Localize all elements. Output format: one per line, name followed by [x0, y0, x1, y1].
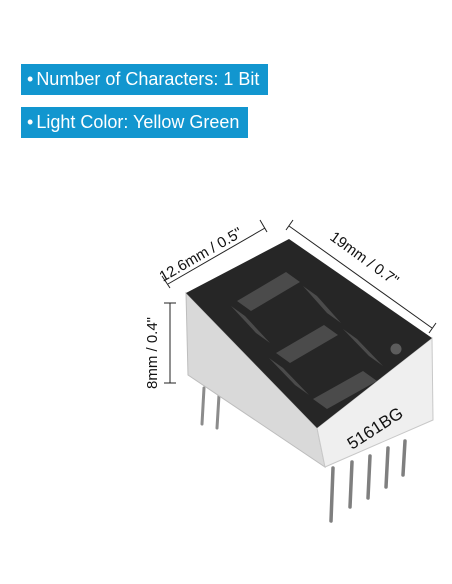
- dimension-height: [164, 302, 176, 384]
- segment-a: [237, 272, 300, 311]
- feature-text-characters: Number of Characters: 1 Bit: [36, 69, 260, 89]
- bullet: •: [27, 112, 34, 132]
- dimension-width: [161, 219, 268, 289]
- back-pins: [200, 386, 221, 430]
- decimal-point: [390, 343, 402, 355]
- segment-d: [313, 371, 377, 409]
- front-pins: [329, 439, 407, 523]
- bullet: •: [27, 69, 34, 89]
- feature-text-light-color: Light Color: Yellow Green: [36, 112, 240, 132]
- segment-c: [343, 329, 383, 366]
- segment-f: [231, 306, 270, 343]
- feature-badge-characters: •Number of Characters: 1 Bit: [21, 64, 269, 95]
- dimension-length: [285, 219, 437, 334]
- digit-segments: [231, 272, 383, 409]
- segment-g: [276, 325, 338, 363]
- segment-e: [269, 358, 309, 395]
- dimension-height-label: 8mm / 0.4": [144, 317, 161, 389]
- feature-badge-light-color: •Light Color: Yellow Green: [21, 107, 249, 138]
- segment-b: [303, 286, 341, 323]
